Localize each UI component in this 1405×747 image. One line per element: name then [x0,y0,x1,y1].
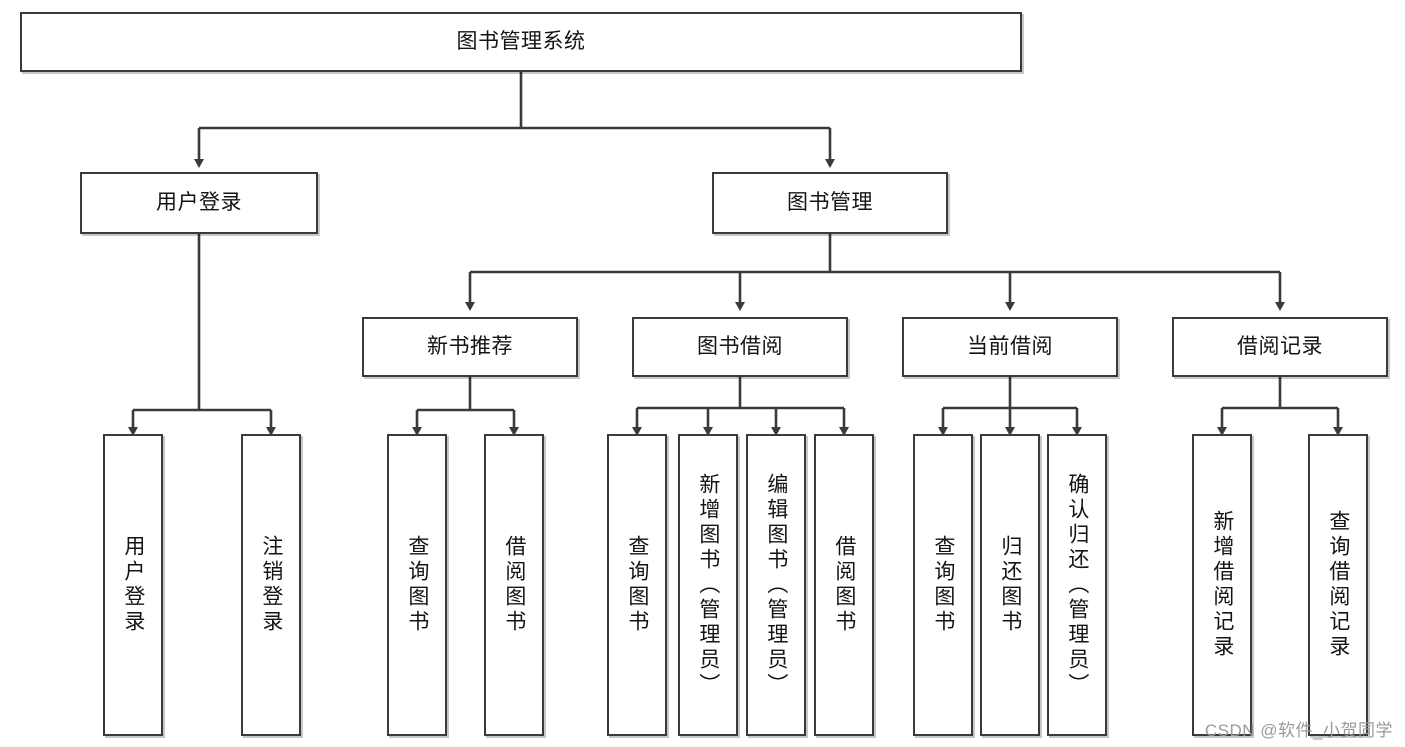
node-leaf-query-book-2-label: 查询图书 [625,535,649,635]
node-leaf-logout-label: 注销登录 [259,535,283,635]
node-leaf-borrow-book-1[interactable]: 借阅图书 [484,434,544,736]
node-leaf-user-login[interactable]: 用户登录 [103,434,163,736]
node-book-borrow-label: 图书借阅 [697,334,783,358]
node-leaf-add-book-label: 新增图书（管理员） [696,472,720,698]
node-leaf-query-book-3-label: 查询图书 [931,535,955,635]
node-leaf-return-book[interactable]: 归还图书 [980,434,1040,736]
node-current-borrow-label: 当前借阅 [967,334,1053,358]
node-leaf-add-record[interactable]: 新增借阅记录 [1192,434,1252,736]
node-current-borrow[interactable]: 当前借阅 [902,317,1118,377]
node-leaf-user-login-label: 用户登录 [121,535,145,635]
node-leaf-return-book-label: 归还图书 [998,535,1022,635]
node-borrow-record-label: 借阅记录 [1237,334,1323,358]
node-leaf-confirm-return-label: 确认归还（管理员） [1065,472,1089,698]
node-leaf-add-book[interactable]: 新增图书（管理员） [678,434,738,736]
node-book-borrow[interactable]: 图书借阅 [632,317,848,377]
node-leaf-borrow-book-2-label: 借阅图书 [832,535,856,635]
node-root[interactable]: 图书管理系统 [20,12,1022,72]
node-leaf-query-record-label: 查询借阅记录 [1326,510,1350,660]
node-user-login-label: 用户登录 [156,190,242,214]
node-leaf-borrow-book-2[interactable]: 借阅图书 [814,434,874,736]
node-leaf-query-book-1[interactable]: 查询图书 [387,434,447,736]
node-leaf-query-book-2[interactable]: 查询图书 [607,434,667,736]
node-leaf-query-record[interactable]: 查询借阅记录 [1308,434,1368,736]
node-root-label: 图书管理系统 [456,29,586,53]
node-leaf-add-record-label: 新增借阅记录 [1210,510,1234,660]
node-user-login[interactable]: 用户登录 [80,172,318,234]
node-leaf-edit-book[interactable]: 编辑图书（管理员） [746,434,806,736]
node-leaf-query-book-1-label: 查询图书 [405,535,429,635]
watermark: CSDN @软件_小贺同学 [1204,721,1393,740]
node-new-book-rec-label: 新书推荐 [427,334,513,358]
node-leaf-logout[interactable]: 注销登录 [241,434,301,736]
node-book-manage-label: 图书管理 [787,190,873,214]
node-borrow-record[interactable]: 借阅记录 [1172,317,1388,377]
node-book-manage[interactable]: 图书管理 [712,172,948,234]
node-leaf-confirm-return[interactable]: 确认归还（管理员） [1047,434,1107,736]
node-leaf-query-book-3[interactable]: 查询图书 [913,434,973,736]
node-leaf-borrow-book-1-label: 借阅图书 [502,535,526,635]
node-new-book-rec[interactable]: 新书推荐 [362,317,578,377]
node-leaf-edit-book-label: 编辑图书（管理员） [764,472,788,698]
